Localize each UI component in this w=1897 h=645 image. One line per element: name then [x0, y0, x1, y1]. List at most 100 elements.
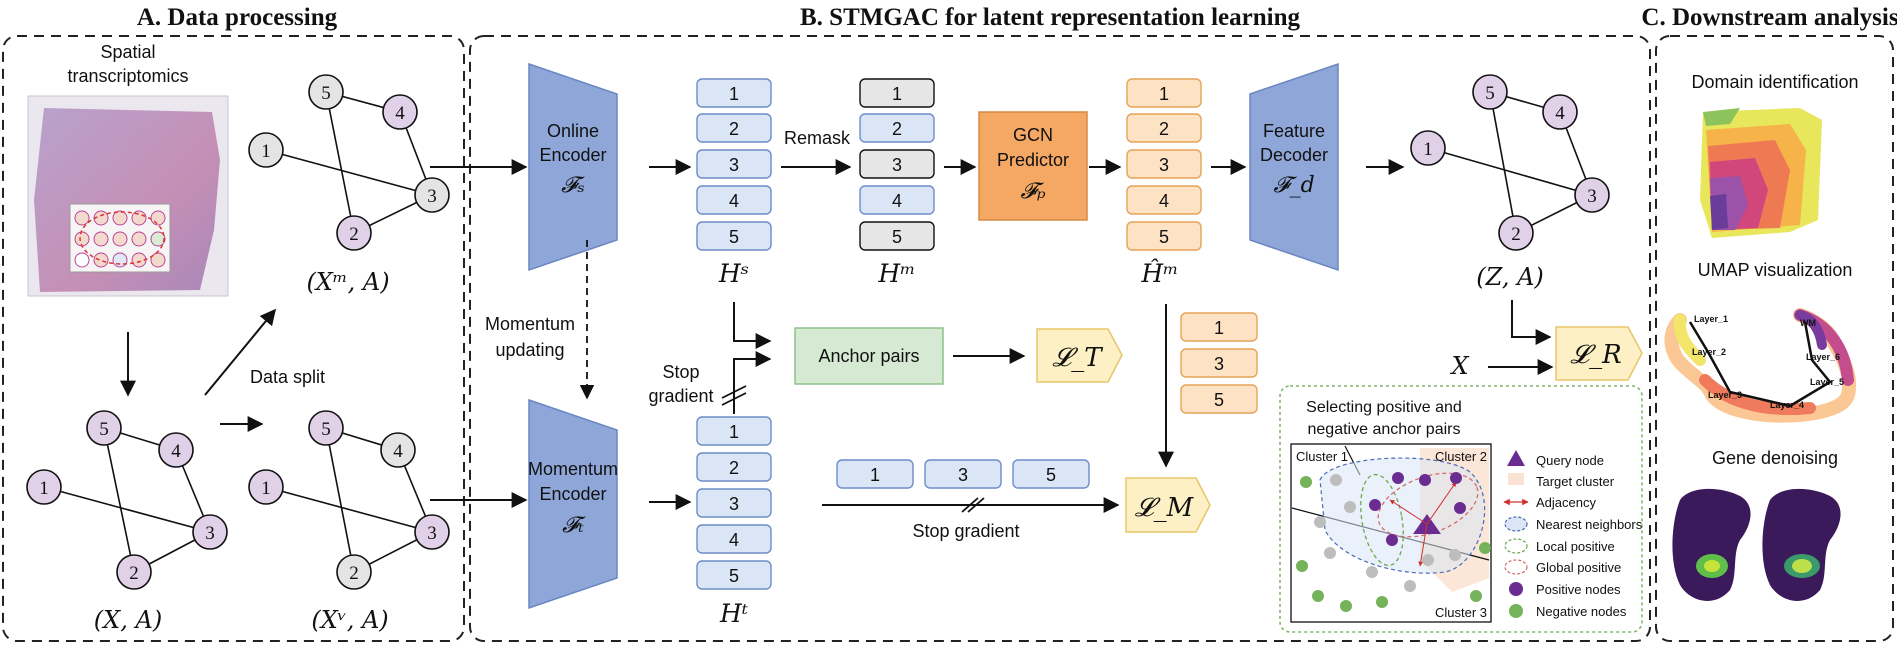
- momentum-encoder-line2: Encoder: [539, 484, 606, 504]
- hm-item: 4: [892, 191, 902, 211]
- svg-text:2: 2: [1511, 224, 1521, 245]
- ht-label: Hᵗ: [719, 599, 748, 628]
- hhat-item: 2: [1159, 119, 1169, 139]
- gene-maps: [1672, 488, 1841, 601]
- svg-text:3: 3: [1587, 186, 1597, 207]
- loss-r: [1555, 326, 1643, 381]
- ht-item: 1: [729, 422, 739, 442]
- anchor-pairs-box: [794, 327, 944, 385]
- x-label: (X, A): [94, 606, 162, 634]
- node: [1410, 130, 1446, 166]
- stop-gradient-line2: gradient: [648, 386, 713, 406]
- selection-title-line2: negative anchor pairs: [1308, 421, 1461, 438]
- gcn-line1: GCN: [1013, 125, 1053, 145]
- loss-m: [1125, 477, 1211, 533]
- section-c-frame: [1655, 35, 1894, 642]
- node: [1498, 215, 1534, 251]
- panel-a-arrows: [120, 308, 277, 432]
- stop-grad-mark: [967, 497, 985, 513]
- legend-target: Target cluster: [1536, 474, 1615, 489]
- selection-title-line1: Selecting positive and: [1306, 399, 1462, 416]
- stop-gradient-line1: Stop: [662, 362, 699, 382]
- xm-label: (Xᵐ, A): [306, 268, 389, 296]
- umap-label: UMAP visualization: [1698, 260, 1853, 280]
- selection-scatter: [1290, 443, 1492, 623]
- loss-r-label: 𝓛_R: [1570, 340, 1621, 370]
- arrow-hs-to-anchor: [733, 302, 772, 349]
- hs-label: Hˢ: [718, 259, 749, 288]
- node: [26, 469, 62, 505]
- hhat-label: Ĥᵐ: [1140, 259, 1178, 288]
- hs-item: 1: [729, 84, 739, 104]
- svg-text:5: 5: [321, 419, 331, 440]
- spatial-label-line2: transcriptomics: [67, 66, 188, 86]
- momentum-encoder-sym: 𝓕ₜ: [562, 513, 586, 538]
- cluster3-label: Cluster 3: [1435, 605, 1487, 620]
- odd-row-item: 3: [958, 465, 968, 485]
- umap-wm: WM: [1800, 318, 1816, 328]
- remask-label: Remask: [784, 128, 851, 148]
- svg-text:3: 3: [427, 186, 437, 207]
- umap-plot: [1664, 308, 1857, 423]
- data-split-label: Data split: [250, 367, 325, 387]
- hs-item: 3: [729, 155, 739, 175]
- momentum-updating-line2: updating: [495, 340, 564, 360]
- ht-item: 4: [729, 530, 739, 550]
- umap-layer4: Layer_4: [1770, 400, 1804, 410]
- hm-item: 1: [892, 84, 902, 104]
- hhat-item: 1: [1159, 84, 1169, 104]
- hs-stack: 1 2 3 4 5: [696, 78, 772, 251]
- svg-text:4: 4: [393, 441, 403, 462]
- section-c-title: C. Downstream analysis: [1641, 4, 1897, 31]
- hhat-odd-stack: 1 3 5: [1180, 312, 1258, 414]
- domain-map: [1700, 108, 1822, 238]
- graph-xm-nodes: 1 5 4 3 2: [248, 74, 450, 251]
- svg-text:4: 4: [1555, 103, 1565, 124]
- section-a-title: A. Data processing: [137, 4, 338, 31]
- hm-item: 5: [892, 227, 902, 247]
- graph-xv-nodes: 1 5 4 3 2: [248, 410, 450, 590]
- node: [86, 410, 122, 446]
- momentum-encoder-line1: Momentum: [528, 459, 618, 479]
- hs-item: 5: [729, 227, 739, 247]
- hs-item: 4: [729, 191, 739, 211]
- umap-layer1: Layer_1: [1694, 314, 1728, 324]
- anchor-pairs-label: Anchor pairs: [818, 346, 919, 366]
- legend-global: Global positive: [1536, 560, 1621, 575]
- selection-panel: [1279, 385, 1643, 633]
- stop-grad-mark: [961, 497, 979, 513]
- legend-query: Query node: [1536, 453, 1604, 468]
- node: [380, 432, 416, 468]
- hhat-item: 4: [1159, 191, 1169, 211]
- hm-label: Hᵐ: [877, 259, 915, 288]
- svg-text:2: 2: [349, 224, 359, 245]
- momentum-encoder: [528, 398, 618, 610]
- hhat-item: 5: [1159, 227, 1169, 247]
- hhat-odd-item: 5: [1214, 390, 1224, 410]
- node: [248, 469, 284, 505]
- decoder-line1: Feature: [1263, 121, 1325, 141]
- node: [414, 514, 450, 550]
- hm-stack: 1 2 3 4 5: [859, 78, 935, 251]
- loss-t-label: 𝓛_T: [1052, 343, 1103, 373]
- stop-grad-mark: [721, 385, 747, 399]
- decoder-sym: 𝓕_d: [1273, 173, 1314, 198]
- legend-adjacency: Adjacency: [1536, 495, 1596, 510]
- hhat-stack: 1 2 3 4 5: [1126, 78, 1202, 251]
- svg-text:2: 2: [349, 563, 359, 584]
- stop-gradient-label: Stop gradient: [912, 521, 1019, 541]
- node: [1574, 177, 1610, 213]
- section-b-frame: [469, 35, 1651, 642]
- online-encoder-sym: 𝓕ₛ: [561, 173, 585, 198]
- umap-layer5: Layer_5: [1810, 377, 1844, 387]
- ht-item: 2: [729, 458, 739, 478]
- node: [336, 215, 372, 251]
- gcn-line2: Predictor: [997, 150, 1069, 170]
- momentum-updating-line1: Momentum: [485, 314, 575, 334]
- tissue-image: [27, 95, 229, 297]
- hhat-item: 3: [1159, 155, 1169, 175]
- legend-local: Local positive: [1536, 539, 1615, 554]
- domain-identification-label: Domain identification: [1691, 72, 1858, 92]
- ht-stack: 1 2 3 4 5: [696, 416, 772, 590]
